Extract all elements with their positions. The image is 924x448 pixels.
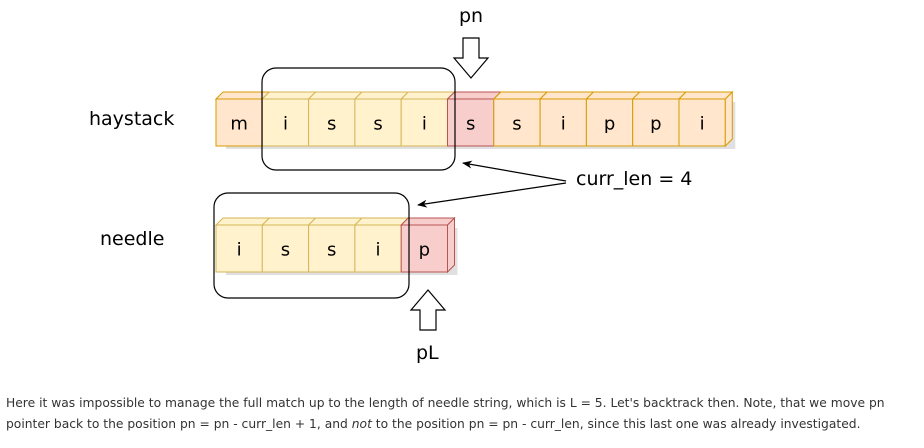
haystack-cell-top bbox=[538, 91, 595, 100]
haystack-cell-top bbox=[214, 91, 271, 100]
haystack-cell: s bbox=[307, 91, 364, 147]
pl-label: pL bbox=[416, 342, 439, 364]
haystack-cell-top bbox=[492, 91, 549, 100]
haystack-cell-face bbox=[261, 98, 310, 147]
needle-cell-face bbox=[354, 224, 402, 273]
haystack-cell: p bbox=[631, 91, 688, 147]
needle-char: i bbox=[376, 240, 381, 261]
curr-len-arrow-needle bbox=[417, 182, 567, 208]
haystack-match-highlight bbox=[261, 67, 456, 171]
haystack-cell: i bbox=[538, 91, 595, 147]
haystack-cell: m bbox=[214, 91, 271, 147]
haystack-char: i bbox=[422, 114, 427, 135]
needle-cell-top bbox=[214, 217, 271, 226]
caption-part-1: Here it was impossible to manage the ful… bbox=[6, 396, 885, 431]
pn-label: pn bbox=[459, 5, 484, 27]
explanation-caption: Here it was impossible to manage the ful… bbox=[6, 393, 918, 435]
caption-emphasis: not bbox=[351, 417, 372, 431]
haystack-cell: s bbox=[492, 91, 549, 147]
haystack-cell-top bbox=[399, 91, 456, 100]
haystack-cell-top bbox=[307, 91, 364, 100]
haystack-cell: p bbox=[585, 91, 641, 147]
haystack-char: i bbox=[700, 114, 705, 135]
haystack-cell-face bbox=[678, 98, 726, 147]
haystack-char: s bbox=[512, 114, 521, 135]
haystack-char: i bbox=[561, 114, 566, 135]
haystack-char: s bbox=[373, 114, 382, 135]
haystack-cell-face bbox=[400, 98, 449, 147]
needle-char: i bbox=[237, 240, 242, 261]
haystack-cell: i bbox=[399, 91, 456, 147]
curr-len-label: curr_len = 4 bbox=[576, 168, 693, 190]
needle-char: s bbox=[327, 240, 336, 261]
needle-match-highlight bbox=[213, 192, 410, 299]
haystack-cell-top bbox=[677, 91, 734, 100]
curr-len-arrow-haystack bbox=[462, 160, 567, 182]
needle-cell: s bbox=[261, 217, 317, 273]
needle-char: s bbox=[281, 240, 290, 261]
haystack-cell-side bbox=[724, 90, 733, 148]
haystack-char: p bbox=[650, 114, 661, 135]
needle-cell-face bbox=[261, 224, 310, 273]
haystack-cell-top bbox=[585, 91, 641, 100]
haystack-cell-top bbox=[261, 91, 317, 100]
string-match-diagram: m i s s i s s i p p i i s s i p bbox=[213, 37, 736, 331]
pl-pointer-arrow bbox=[409, 289, 447, 331]
haystack-cell-face bbox=[539, 98, 587, 147]
haystack-cell: s bbox=[353, 91, 410, 147]
haystack-cell-face bbox=[215, 98, 263, 147]
haystack-char: p bbox=[604, 114, 615, 135]
needle-cell: i bbox=[353, 217, 410, 273]
pn-pointer-arrow bbox=[452, 37, 490, 79]
haystack-label: haystack bbox=[89, 108, 175, 130]
needle-cell-top bbox=[261, 217, 317, 226]
haystack-char: m bbox=[230, 114, 248, 135]
caption-part-2: to the position pn = pn - curr_len, sinc… bbox=[371, 417, 861, 431]
needle-cell-side bbox=[447, 216, 455, 274]
needle-cell-top bbox=[353, 217, 410, 226]
needle-cell-top bbox=[307, 217, 364, 226]
haystack-cell-face bbox=[493, 98, 541, 147]
haystack-cell-face bbox=[308, 98, 356, 147]
haystack-cell-face bbox=[354, 98, 402, 147]
needle-char: p bbox=[419, 240, 430, 261]
haystack-cell-face bbox=[632, 98, 680, 147]
haystack-cell-face bbox=[585, 98, 634, 147]
haystack-char: s bbox=[327, 114, 336, 135]
haystack-cell-top bbox=[631, 91, 688, 100]
needle-cell: i bbox=[214, 217, 271, 273]
haystack-char: i bbox=[283, 114, 288, 135]
haystack-cell: i bbox=[677, 90, 734, 148]
needle-label: needle bbox=[100, 228, 165, 250]
haystack-cell-top bbox=[353, 91, 410, 100]
haystack-cell: i bbox=[261, 91, 317, 147]
haystack-char: s bbox=[466, 114, 475, 135]
needle-cell: s bbox=[307, 217, 364, 273]
